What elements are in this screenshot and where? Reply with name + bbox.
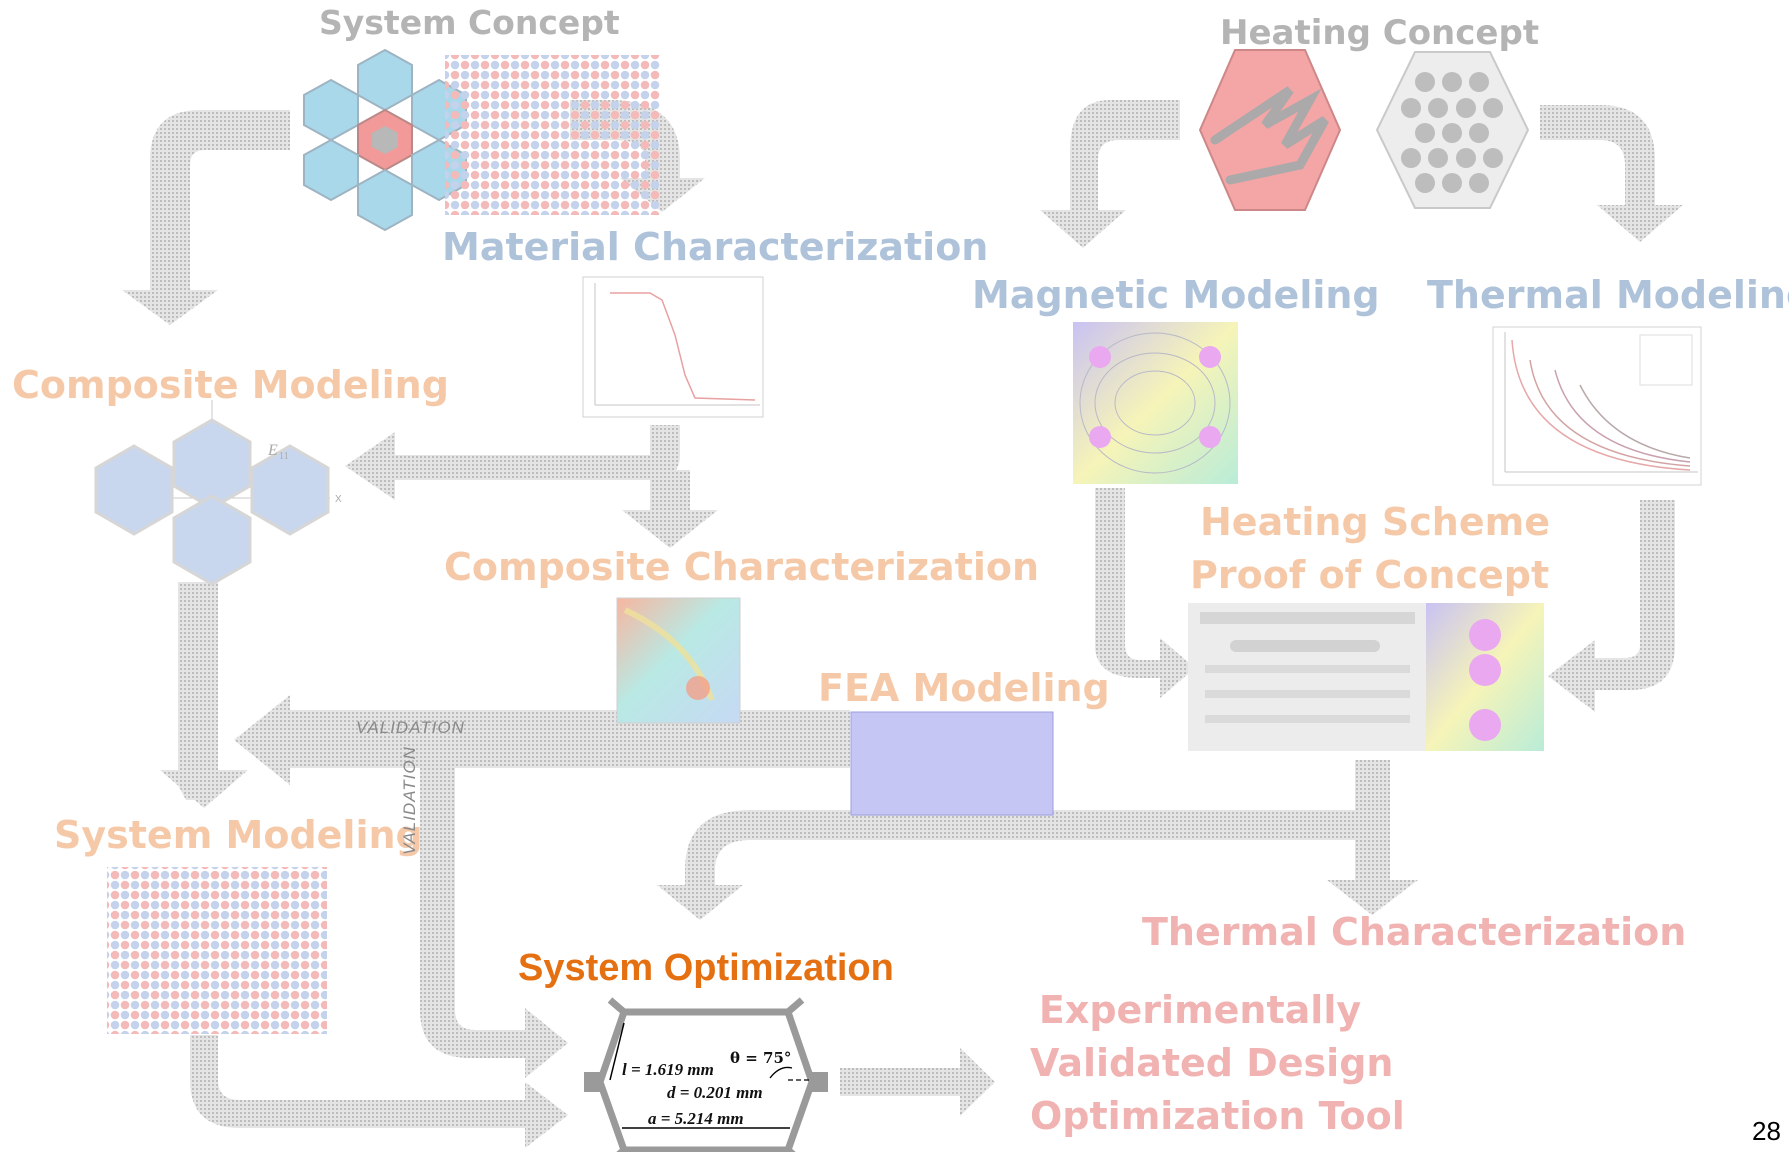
arrow-concept-to-composite-modeling bbox=[122, 110, 290, 325]
opt-theta: θ = 75° bbox=[730, 1049, 791, 1067]
thermal-modeling-plot bbox=[1492, 326, 1702, 486]
arrow-heating-to-magnetic bbox=[1040, 100, 1180, 248]
label-heating-scheme-line2: Proof of Concept bbox=[1190, 553, 1550, 597]
system-concept-hex-cluster bbox=[303, 48, 467, 232]
heating-concept-coil-hex bbox=[1198, 49, 1342, 211]
label-system-optimization: System Optimization bbox=[518, 947, 894, 989]
magnetic-modeling-field-map bbox=[1073, 322, 1238, 484]
page-number: 28 bbox=[1752, 1116, 1781, 1146]
material-characterization-plot bbox=[582, 276, 764, 418]
label-composite-characterization: Composite Characterization bbox=[444, 545, 1040, 589]
label-heating-concept: Heating Concept bbox=[1220, 13, 1540, 53]
opt-a: a = 5.214 mm bbox=[648, 1109, 744, 1128]
heating-concept-particle-hex bbox=[1375, 51, 1530, 209]
arrow-optimization-to-result bbox=[840, 1048, 995, 1116]
arrow-material-to-composite-char bbox=[622, 470, 718, 548]
label-system-modeling: System Modeling bbox=[54, 813, 423, 857]
arrow-system-modeling-to-optimization bbox=[190, 1035, 568, 1148]
label-system-concept: System Concept bbox=[319, 3, 620, 42]
composite-characterization-map bbox=[616, 597, 741, 724]
arrow-thermal-to-heating bbox=[1548, 500, 1675, 712]
flow-arrows bbox=[122, 100, 1683, 1148]
label-heating-scheme-line1: Heating Scheme bbox=[1200, 500, 1550, 544]
label-experimentally-line2: Validated Design bbox=[1030, 1041, 1394, 1085]
arrow-material-to-composite bbox=[345, 425, 680, 500]
label-experimentally-line3: Optimization Tool bbox=[1030, 1094, 1405, 1138]
label-experimentally-line1: Experimentally bbox=[1038, 988, 1362, 1032]
heating-scheme-setup-photo bbox=[1188, 603, 1426, 751]
system-modeling-array bbox=[107, 867, 327, 1034]
arrow-composite-to-system-modeling bbox=[170, 582, 218, 800]
system-optimization-cell bbox=[584, 997, 828, 1152]
composite-modeling-hex-unit bbox=[94, 400, 330, 586]
system-concept-circle-array bbox=[445, 55, 660, 215]
validation-label-horizontal: VALIDATION bbox=[356, 718, 465, 737]
arrow-comp-char-down bbox=[650, 720, 680, 740]
arrow-heating-to-thermal bbox=[1540, 105, 1683, 242]
label-fea-modeling: FEA Modeling bbox=[818, 666, 1110, 710]
arrow-validation-vertical bbox=[420, 740, 568, 1078]
opt-l: l = 1.619 mm bbox=[622, 1060, 714, 1079]
opt-d: d = 0.201 mm bbox=[667, 1083, 763, 1102]
arrow-heating-to-optimization bbox=[657, 810, 1390, 920]
composite-axis-e-sub: 11 bbox=[279, 451, 289, 462]
composite-axis-e-label: E bbox=[267, 442, 278, 459]
fea-mesh bbox=[850, 711, 1054, 816]
composite-axis-x-label: X bbox=[335, 494, 342, 505]
label-thermal-characterization: Thermal Characterization bbox=[1142, 910, 1687, 954]
label-material-characterization: Material Characterization bbox=[442, 225, 989, 269]
label-thermal-modeling: Thermal Modeling bbox=[1427, 273, 1789, 317]
validation-label-vertical: VALIDATION bbox=[400, 746, 419, 855]
label-composite-modeling: Composite Modeling bbox=[12, 363, 449, 407]
arrow-magnetic-to-heating bbox=[1095, 488, 1195, 698]
heating-scheme-field-plot bbox=[1426, 603, 1544, 751]
label-magnetic-modeling: Magnetic Modeling bbox=[972, 273, 1380, 317]
